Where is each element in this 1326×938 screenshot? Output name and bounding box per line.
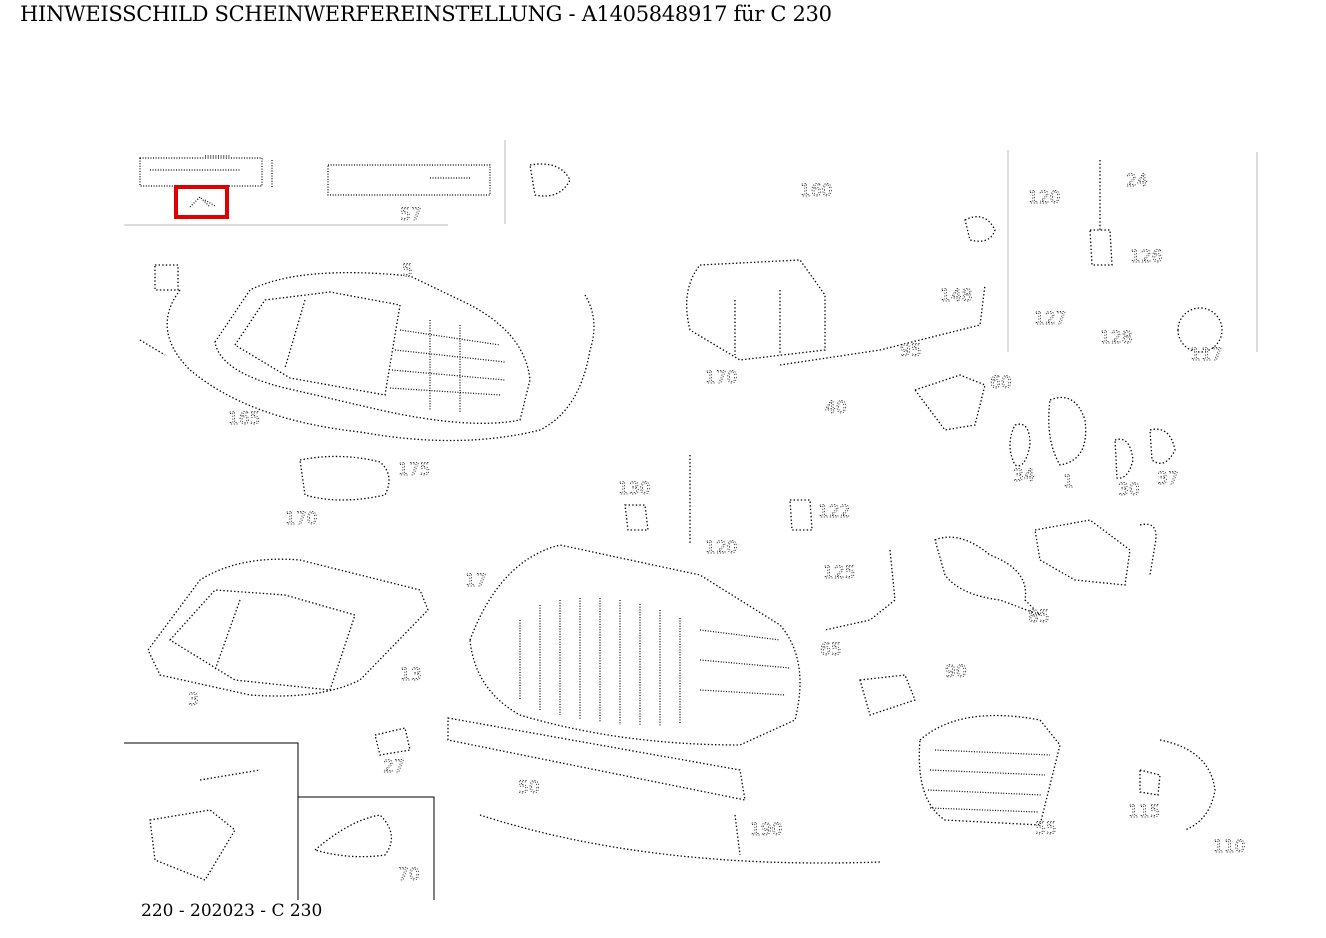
small-components bbox=[149, 160, 1223, 881]
headlight-main-lower[interactable] bbox=[469, 544, 801, 746]
bracket-27[interactable] bbox=[374, 727, 411, 756]
reflector-30[interactable] bbox=[1048, 396, 1087, 466]
callout-190[interactable]: 190 bbox=[750, 820, 783, 841]
callout-117[interactable]: 117 bbox=[1190, 345, 1223, 366]
fog-lamp-module[interactable] bbox=[1034, 519, 1131, 586]
cable-13[interactable] bbox=[1139, 523, 1157, 576]
cable-148[interactable] bbox=[779, 284, 986, 366]
headlight-reflector-lower[interactable] bbox=[519, 598, 791, 726]
callout-120b[interactable]: 120 bbox=[705, 538, 738, 559]
main-headlight-assembly bbox=[139, 264, 881, 864]
panel-frames bbox=[124, 140, 1258, 900]
inset-bulb-70[interactable] bbox=[313, 814, 392, 858]
clip-130[interactable] bbox=[624, 504, 649, 531]
headlight-housing-upper[interactable] bbox=[214, 271, 531, 424]
callout-3[interactable]: 3 bbox=[188, 690, 200, 711]
screw-190[interactable] bbox=[734, 814, 741, 856]
callout-165[interactable]: 165 bbox=[228, 409, 261, 430]
callout-55[interactable]: 55 bbox=[1035, 819, 1057, 840]
callout-13[interactable]: 13 bbox=[400, 665, 422, 686]
info-label-strip[interactable] bbox=[327, 164, 491, 196]
headlight-adjustment-label-plate[interactable] bbox=[139, 155, 273, 188]
callout-128[interactable]: 128 bbox=[1100, 328, 1133, 349]
bulb-40[interactable] bbox=[1114, 438, 1134, 479]
callout-125[interactable]: 125 bbox=[823, 563, 856, 584]
wiring-harness-upper[interactable] bbox=[166, 289, 595, 442]
connector-left[interactable] bbox=[139, 264, 179, 356]
page-title: HINWEISSCHILD SCHEINWERFEREINSTELLUNG - … bbox=[20, 2, 832, 26]
highlighted-part-marker[interactable] bbox=[174, 185, 229, 219]
callout-126[interactable]: 126 bbox=[1130, 247, 1163, 268]
wire-50[interactable] bbox=[824, 549, 896, 631]
headlight-reflector-upper[interactable] bbox=[389, 320, 506, 412]
callout-24[interactable]: 24 bbox=[1126, 171, 1148, 192]
callout-148[interactable]: 148 bbox=[940, 286, 973, 307]
bulb-holder-top[interactable] bbox=[529, 163, 571, 197]
callout-40[interactable]: 40 bbox=[825, 398, 847, 419]
headlight-lens-lower-left[interactable] bbox=[168, 589, 356, 691]
callout-122[interactable]: 122 bbox=[818, 502, 851, 523]
label-plate-group bbox=[139, 155, 491, 219]
callout-160[interactable]: 160 bbox=[800, 181, 833, 202]
clip-115[interactable] bbox=[1139, 769, 1161, 796]
callout-170b[interactable]: 170 bbox=[285, 509, 318, 530]
callout-120[interactable]: 120 bbox=[1028, 188, 1061, 209]
motor-175[interactable] bbox=[299, 455, 390, 501]
lamp-module-60[interactable] bbox=[913, 374, 986, 431]
callout-170[interactable]: 170 bbox=[705, 368, 738, 389]
callout-57[interactable]: 57 bbox=[400, 205, 422, 226]
callout-115[interactable]: 115 bbox=[1128, 802, 1161, 823]
callout-17[interactable]: 17 bbox=[465, 571, 487, 592]
callout-65[interactable]: 65 bbox=[820, 640, 842, 661]
wiring-110[interactable] bbox=[1159, 739, 1216, 831]
bottom-second-inset-frame bbox=[298, 796, 435, 900]
callout-127[interactable]: 127 bbox=[1034, 309, 1067, 330]
callout-95[interactable]: 95 bbox=[900, 341, 922, 362]
inset-actuator-assembly[interactable] bbox=[149, 769, 261, 881]
callout-110[interactable]: 110 bbox=[1213, 837, 1246, 858]
callout-90[interactable]: 90 bbox=[945, 662, 967, 683]
callout-37[interactable]: 37 bbox=[1157, 469, 1179, 490]
control-unit-160[interactable] bbox=[686, 259, 826, 361]
bulb-socket-24[interactable] bbox=[1089, 160, 1113, 266]
bottom-left-inset-frame bbox=[124, 742, 299, 900]
callout-50[interactable]: 50 bbox=[518, 778, 540, 799]
highlighted-part-shape bbox=[189, 196, 216, 208]
callout-60[interactable]: 60 bbox=[990, 373, 1012, 394]
headlight-housing-lower-left[interactable] bbox=[147, 558, 429, 697]
callout-70[interactable]: 70 bbox=[398, 865, 420, 886]
bulb-37[interactable] bbox=[1149, 428, 1176, 464]
callout-30[interactable]: 30 bbox=[1118, 480, 1140, 501]
callout-34[interactable]: 34 bbox=[1013, 466, 1035, 487]
trim-strip-lower[interactable] bbox=[447, 717, 746, 801]
seal-strip-bottom[interactable] bbox=[479, 814, 881, 864]
callout-1[interactable]: 1 bbox=[1063, 472, 1075, 493]
diagram-footer-caption: 220 - 202023 - C 230 bbox=[141, 901, 323, 921]
clip-5[interactable] bbox=[964, 216, 996, 242]
callout-130[interactable]: 130 bbox=[618, 479, 651, 500]
reflector-34[interactable] bbox=[1009, 423, 1031, 467]
headlight-lens-upper[interactable] bbox=[234, 291, 401, 396]
callout-5[interactable]: 5 bbox=[402, 261, 414, 282]
lamp-117[interactable] bbox=[1177, 307, 1223, 353]
callout-labels: 57 160 5 148 24 120 126 127 128 117 170 … bbox=[188, 171, 1246, 886]
callout-27[interactable]: 27 bbox=[383, 757, 405, 778]
callout-85[interactable]: 85 bbox=[1028, 607, 1050, 628]
clip-cluster-122[interactable] bbox=[789, 499, 813, 531]
connector-65[interactable] bbox=[859, 674, 916, 716]
callout-175[interactable]: 175 bbox=[398, 460, 431, 481]
indicator-lens-lines bbox=[927, 749, 1051, 813]
bracket-85[interactable] bbox=[934, 536, 1041, 616]
